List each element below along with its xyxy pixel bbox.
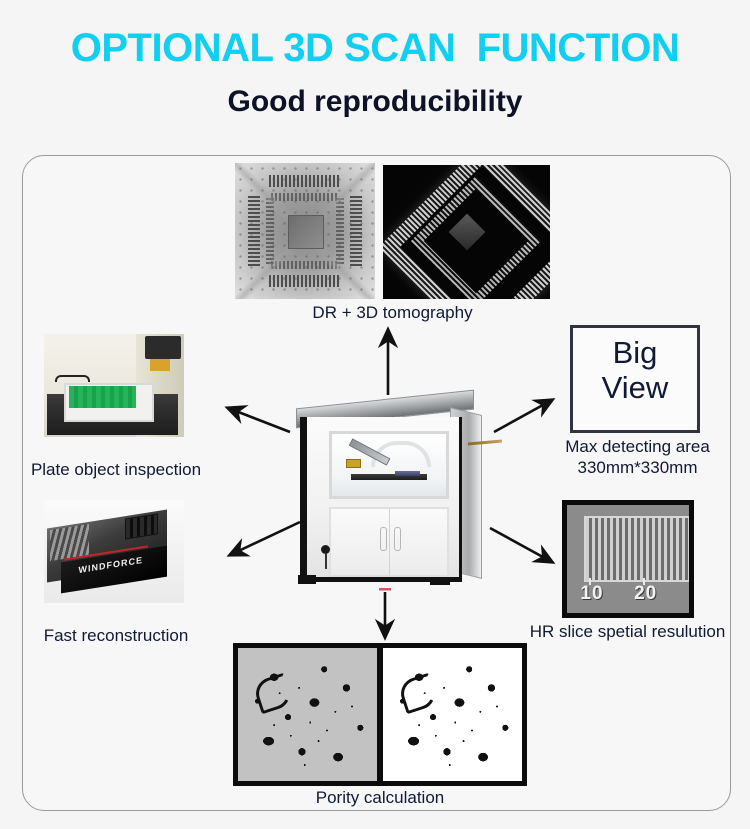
dr-xray-radiograph-image [235,163,375,299]
line-pair-grating [584,515,689,583]
machine-viewing-window [329,431,449,499]
machine-lever-knob [321,545,330,569]
camera-head [144,336,182,359]
scale-tick-20 [642,578,645,586]
sample-on-stage [394,471,420,477]
big-view-label: Big View [601,335,669,405]
page-title: OPTIONAL 3D SCAN FUNCTION [70,26,680,70]
inspection-stage [351,473,427,480]
xray-inspection-machine [292,389,503,595]
scale-label-20: 20 [634,582,658,604]
scale-label-10: 10 [580,582,604,604]
door-handle-left [379,527,387,552]
dr-tomography-caption: DR + 3D tomography [312,303,473,322]
green-pcb-panel [69,385,137,409]
door-handle-right [393,527,401,552]
void-blobs-grayscale [238,648,377,781]
graphics-card-photo: WINDFORCE [44,500,184,603]
fast-reconstruction-caption: Fast reconstruction [43,626,189,645]
dr-tomography-images [235,163,550,323]
plate-inspection-image [44,334,184,437]
machine-front-body [300,417,462,582]
fast-reconstruction-image: WINDFORCE [44,500,184,603]
detector-nozzle [345,458,362,469]
page-header: OPTIONAL 3D SCAN FUNCTION Good reproduci… [0,0,750,140]
void-blobs-binarized [383,648,522,781]
machine-foot-left [298,575,316,584]
lens-assembly [150,358,170,372]
machine-cabinet-doors [329,507,449,577]
page-subtitle: Good reproducibility [227,85,523,118]
resolution-test-pattern-photo: 10 20 [562,500,694,618]
porosity-binarized-slice [383,648,522,781]
die-center [288,214,324,250]
porosity-grayscale-slice [238,648,377,781]
plate-inspection-photo [44,334,184,437]
porosity-caption: Pority calculation [315,788,445,807]
tray-handle [55,375,90,383]
porosity-images [233,643,527,786]
3d-tomography-render-image [383,165,550,299]
hr-slice-image: 10 20 [562,500,694,618]
scale-tick-10 [588,578,591,586]
machine-foot-right [430,577,450,585]
porosity-frame [233,643,527,786]
hr-slice-caption: HR slice spetial resulution [529,622,726,641]
big-view-box: Big View [570,325,700,433]
plate-inspection-caption: Plate object inspection [30,460,202,479]
max-detecting-area-caption: Max detecting area 330mm*330mm [565,437,710,477]
